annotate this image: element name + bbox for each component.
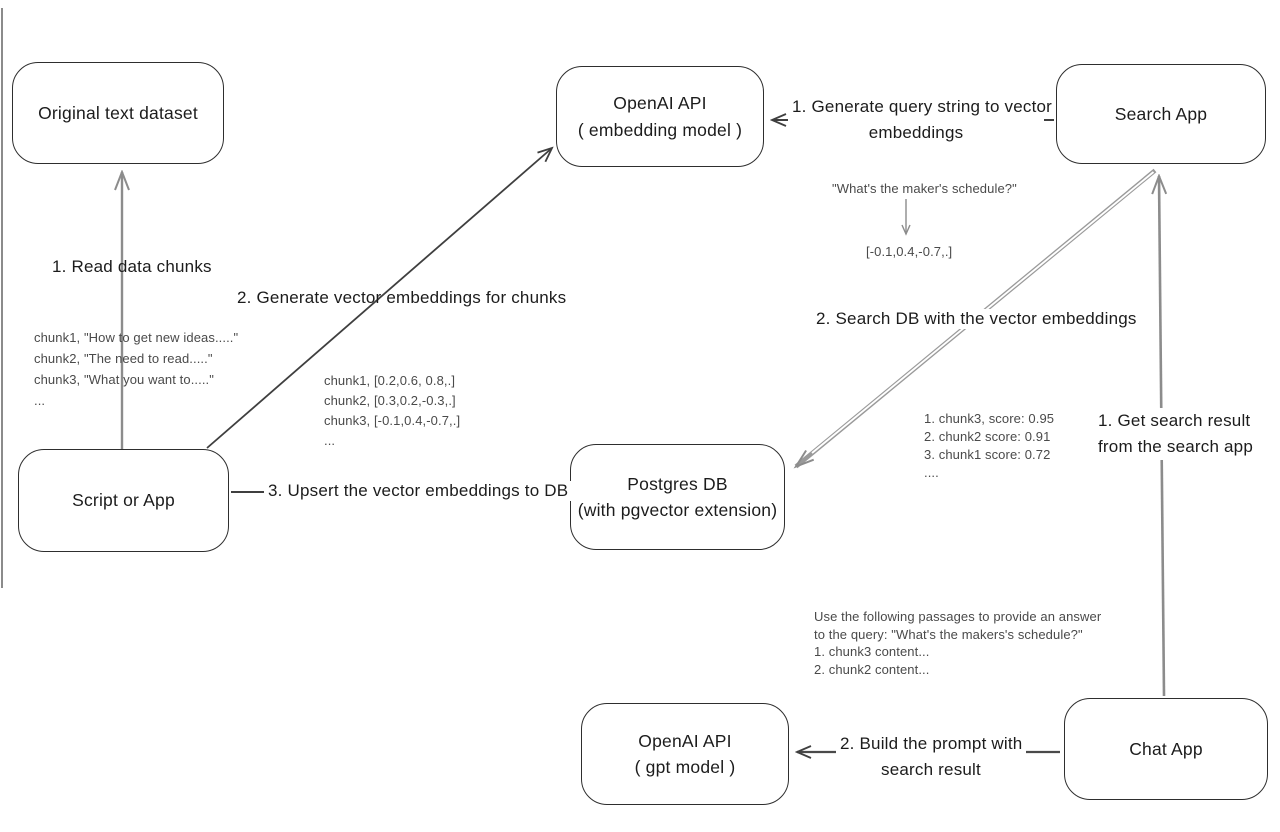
annotation-line: chunk1, "How to get new ideas....." <box>34 330 239 345</box>
node-label-line1: Postgres DB <box>627 473 728 494</box>
edge-label-line2: from the search app <box>1098 437 1253 456</box>
edge-label-get-result: 1. Get search result from the search app <box>1094 408 1257 460</box>
annotation-line: ... <box>324 433 336 448</box>
node-label: Original text dataset <box>38 102 198 123</box>
arrow-generate-embeddings <box>206 148 552 449</box>
node-postgres-db: Postgres DB (with pgvector extension) <box>570 444 785 550</box>
node-script-or-app: Script or App <box>18 449 229 552</box>
edge-label-line1: 1. Generate query string to vector <box>792 97 1053 116</box>
node-label-line1: OpenAI API <box>613 93 707 114</box>
annotation-line: Use the following passages to provide an… <box>814 609 1102 624</box>
annotation-line: ... <box>34 393 46 408</box>
annotation-query-text: "What's the maker's schedule?" <box>832 181 1017 196</box>
node-original-text-dataset: Original text dataset <box>12 62 224 164</box>
edge-label-search-db: 2. Search DB with the vector embeddings <box>812 309 1141 329</box>
annotation-line: 1. chunk3, score: 0.95 <box>924 411 1055 426</box>
annotation-chunk-texts: chunk1, "How to get new ideas....." chun… <box>34 327 238 411</box>
arrow-search-db-head <box>793 449 815 469</box>
node-label: Search App <box>1114 103 1208 124</box>
edge-label-read-chunks: 1. Read data chunks <box>52 257 212 276</box>
node-label-line2: (with pgvector extension) <box>577 500 778 520</box>
node-label-line1: OpenAI API <box>638 730 732 751</box>
annotation-line: 3. chunk1 score: 0.72 <box>924 447 1051 462</box>
node-openai-api-embedding: OpenAI API ( embedding model ) <box>556 66 764 167</box>
node-label: Chat App <box>1129 738 1203 759</box>
annotation-line: chunk2, [0.3,0.2,-0.3,.] <box>324 393 456 408</box>
edge-label-line1: 2. Build the prompt with <box>840 734 1023 753</box>
node-label: Script or App <box>72 490 175 511</box>
edge-label-line1: 1. Get search result <box>1098 411 1251 430</box>
edge-label-build-prompt: 2. Build the prompt with search result <box>836 731 1026 783</box>
node-label-line2: ( gpt model ) <box>634 757 736 777</box>
annotation-search-scores: 1. chunk3, score: 0.95 2. chunk2 score: … <box>924 410 1054 482</box>
node-search-app: Search App <box>1056 64 1266 164</box>
edge-label-generate-embeddings: 2. Generate vector embeddings for chunks <box>237 288 567 307</box>
annotation-line: chunk1, [0.2,0.6, 0.8,.] <box>324 373 456 388</box>
annotation-prompt: Use the following passages to provide an… <box>814 608 1101 678</box>
annotation-line: .... <box>924 465 939 480</box>
annotation-line: chunk3, [-0.1,0.4,-0.7,.] <box>324 413 461 428</box>
annotation-chunk-vectors: chunk1, [0.2,0.6, 0.8,.] chunk2, [0.3,0.… <box>324 371 460 451</box>
edge-label-line2: search result <box>881 760 981 779</box>
annotation-line: to the query: "What's the makers's sched… <box>814 626 1083 642</box>
annotation-line: 2. chunk2 score: 0.91 <box>924 429 1051 444</box>
edge-label-line2: embeddings <box>868 123 964 142</box>
annotation-line: chunk3, "What you want to....." <box>34 372 214 387</box>
edge-label-upsert: 3. Upsert the vector embeddings to DB <box>264 481 573 501</box>
edge-label-generate-query: 1. Generate query string to vector embed… <box>788 94 1053 146</box>
annotation-line: 1. chunk3 content... <box>814 644 930 660</box>
annotation-line: chunk2, "The need to read....." <box>34 351 213 366</box>
node-label-line2: ( embedding model ) <box>577 119 743 140</box>
annotation-line: 2. chunk2 content... <box>814 661 930 677</box>
node-chat-app: Chat App <box>1064 698 1268 800</box>
node-openai-api-gpt: OpenAI API ( gpt model ) <box>581 703 789 805</box>
annotation-query-vector: [-0.1,0.4,-0.7,.] <box>866 244 953 259</box>
